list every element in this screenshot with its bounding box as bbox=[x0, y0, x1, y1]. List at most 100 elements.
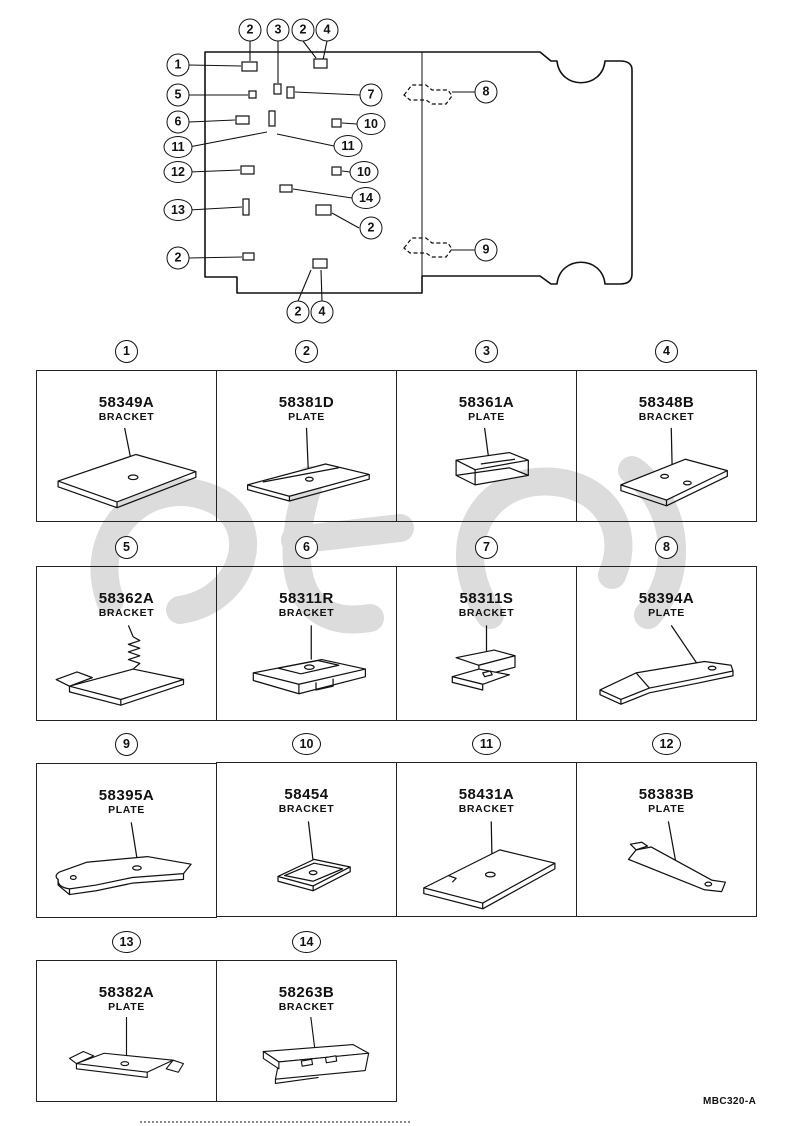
part-drawing-58431A bbox=[401, 819, 572, 914]
part-label: 58383B PLATE bbox=[577, 786, 756, 815]
part-cell-58362A: 5 58362A BRACKET bbox=[36, 536, 217, 721]
part-label: 58361A PLATE bbox=[397, 394, 576, 423]
callout-3: 3 bbox=[266, 18, 290, 42]
part-number: 58349A bbox=[98, 394, 155, 411]
part-drawing-58362A bbox=[41, 623, 212, 718]
part-number: 58383B bbox=[638, 786, 695, 803]
part-number: 58361A bbox=[458, 394, 515, 411]
callout-7: 7 bbox=[359, 83, 383, 107]
part-type: BRACKET bbox=[458, 606, 515, 619]
part-ref-8: 8 bbox=[655, 536, 678, 559]
part-ref-14: 14 bbox=[292, 931, 321, 953]
part-box: 58431A BRACKET bbox=[396, 762, 577, 917]
part-number: 58311S bbox=[459, 590, 514, 607]
part-type: BRACKET bbox=[638, 410, 695, 423]
part-box: 58361A PLATE bbox=[396, 370, 577, 522]
part-drawing-58395A bbox=[41, 820, 212, 915]
part-ref-5: 5 bbox=[115, 536, 138, 559]
part-cell-58395A: 9 58395A PLATE bbox=[36, 733, 217, 918]
callout-11: 11 bbox=[163, 136, 193, 158]
part-number: 58263B bbox=[278, 984, 335, 1001]
callout-2: 2 bbox=[359, 216, 383, 240]
callout-8: 8 bbox=[474, 80, 498, 104]
part-label: 58263B BRACKET bbox=[217, 984, 396, 1013]
callout-14: 14 bbox=[351, 187, 381, 209]
part-label: 58431A BRACKET bbox=[397, 786, 576, 815]
part-label: 58382A PLATE bbox=[37, 984, 216, 1013]
part-cell-58394A: 8 58394A PLATE bbox=[576, 536, 757, 721]
part-box: 58454 BRACKET bbox=[216, 762, 397, 917]
part-cell-58311S: 7 58311S BRACKET bbox=[396, 536, 577, 721]
part-box: 58383B PLATE bbox=[576, 762, 757, 917]
part-box: 58348B BRACKET bbox=[576, 370, 757, 522]
parts-row-2: 5 58362A BRACKET bbox=[36, 536, 757, 721]
dashed-crossmembers bbox=[403, 84, 453, 258]
part-box: 58311S BRACKET bbox=[396, 566, 577, 721]
part-label: 58311R BRACKET bbox=[217, 590, 396, 619]
part-label: 58349A BRACKET bbox=[37, 394, 216, 423]
scan-artifact bbox=[140, 1121, 410, 1123]
part-number: 58311R bbox=[279, 590, 334, 607]
part-drawing-58263B bbox=[221, 1016, 392, 1099]
callout-9: 9 bbox=[474, 238, 498, 262]
part-ref-11: 11 bbox=[472, 733, 501, 755]
callout-13: 13 bbox=[163, 199, 193, 221]
part-number: 58431A bbox=[458, 786, 515, 803]
part-box: 58381D PLATE bbox=[216, 370, 397, 522]
part-type: BRACKET bbox=[278, 606, 335, 619]
callout-10: 10 bbox=[349, 161, 379, 183]
part-ref-6: 6 bbox=[295, 536, 318, 559]
part-number: 58362A bbox=[98, 590, 155, 607]
parts-row-3: 9 58395A PLATE bbox=[36, 733, 757, 918]
part-ref-7: 7 bbox=[475, 536, 498, 559]
part-ref-1: 1 bbox=[115, 340, 138, 363]
part-type: BRACKET bbox=[278, 1000, 335, 1013]
part-type: PLATE bbox=[648, 802, 685, 815]
callout-2: 2 bbox=[291, 18, 315, 42]
part-ref-13: 13 bbox=[112, 931, 141, 953]
part-number: 58382A bbox=[98, 984, 155, 1001]
part-box: 58395A PLATE bbox=[36, 763, 217, 918]
part-type: PLATE bbox=[288, 410, 325, 423]
parts-row-4: 13 58382A PLATE bbox=[36, 931, 397, 1102]
part-cell-58431A: 11 58431A BRACKET bbox=[396, 733, 577, 917]
part-drawing-58382A bbox=[41, 1017, 212, 1099]
part-drawing-58383B bbox=[581, 819, 752, 914]
part-label: 58395A PLATE bbox=[37, 787, 216, 816]
callout-4: 4 bbox=[310, 300, 334, 324]
part-box: 58382A PLATE bbox=[36, 960, 217, 1102]
callout-2: 2 bbox=[286, 300, 310, 324]
callout-10: 10 bbox=[356, 113, 386, 135]
part-number: 58395A bbox=[98, 787, 155, 804]
callout-4: 4 bbox=[315, 18, 339, 42]
callout-2: 2 bbox=[166, 246, 190, 270]
part-ref-3: 3 bbox=[475, 340, 498, 363]
callout-6: 6 bbox=[166, 110, 190, 134]
part-ref-2: 2 bbox=[295, 340, 318, 363]
part-label: 58311S BRACKET bbox=[397, 590, 576, 619]
part-box: 58263B BRACKET bbox=[216, 960, 397, 1102]
part-type: BRACKET bbox=[458, 802, 515, 815]
part-drawing-58381D bbox=[221, 427, 392, 519]
part-box: 58311R BRACKET bbox=[216, 566, 397, 721]
part-type: BRACKET bbox=[278, 802, 335, 815]
part-cell-58381D: 2 58381D PLATE bbox=[216, 340, 397, 522]
part-label: 58348B BRACKET bbox=[577, 394, 756, 423]
doc-code: MBC320-A bbox=[703, 1096, 757, 1107]
part-ref-10: 10 bbox=[292, 733, 321, 755]
part-number: 58454 bbox=[284, 786, 329, 803]
part-box: 58394A PLATE bbox=[576, 566, 757, 721]
callout-12: 12 bbox=[163, 161, 193, 183]
leader-lines bbox=[188, 40, 475, 302]
callout-2: 2 bbox=[238, 18, 262, 42]
floor-outline bbox=[204, 51, 633, 294]
part-cell-58349A: 1 58349A BRACKET bbox=[36, 340, 217, 522]
part-drawing-58311R bbox=[221, 623, 392, 718]
part-ref-12: 12 bbox=[652, 733, 681, 755]
part-cell-58311R: 6 58311R BRACKET bbox=[216, 536, 397, 721]
part-type: BRACKET bbox=[98, 606, 155, 619]
parts-row-1: 1 58349A BRACKET 2 bbox=[36, 340, 757, 522]
callout-11: 11 bbox=[333, 135, 363, 157]
part-type: PLATE bbox=[108, 803, 145, 816]
